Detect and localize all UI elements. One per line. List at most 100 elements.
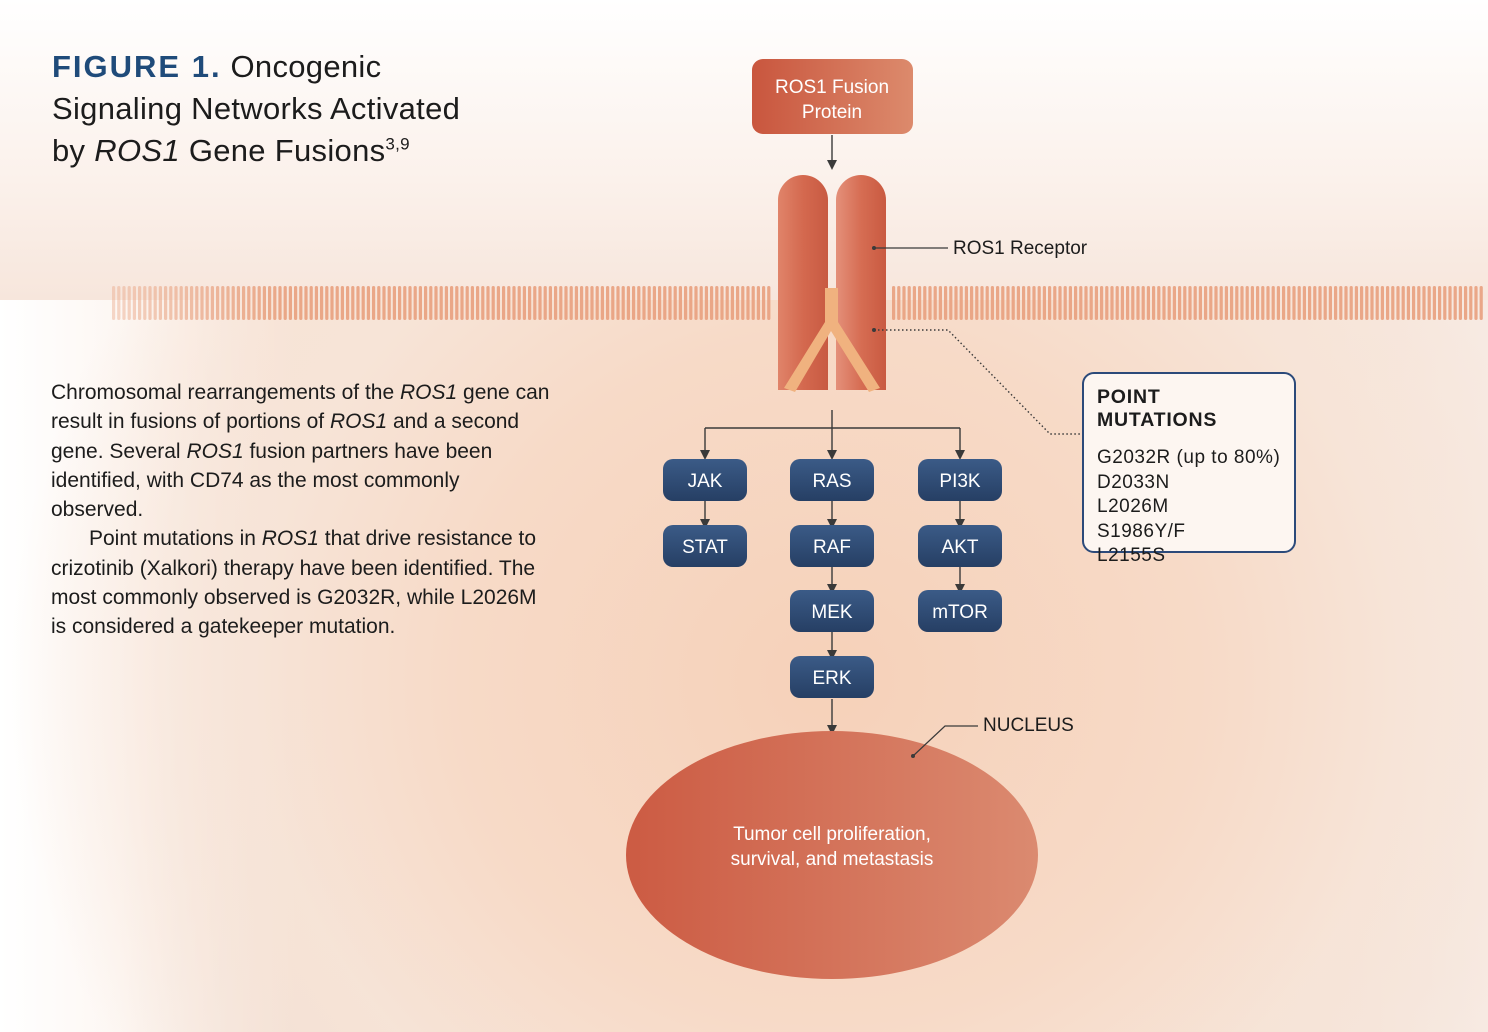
membrane-lipid bbox=[444, 286, 448, 320]
membrane-lipid bbox=[507, 286, 511, 320]
membrane-lipid bbox=[756, 286, 760, 320]
membrane-lipid bbox=[460, 286, 464, 320]
membrane-lipid bbox=[621, 286, 625, 320]
pathway-node bbox=[918, 590, 1002, 632]
membrane-lipid bbox=[1427, 286, 1431, 320]
membrane-lipid bbox=[1094, 286, 1098, 320]
membrane-lipid bbox=[933, 286, 937, 320]
membrane-lipid bbox=[299, 286, 303, 320]
membrane-lipid bbox=[1141, 286, 1145, 320]
pathway-node bbox=[790, 525, 874, 567]
title-line1: Oncogenic bbox=[230, 49, 382, 84]
membrane-lipid bbox=[626, 286, 630, 320]
membrane-lipid bbox=[1198, 286, 1202, 320]
membrane-lipid bbox=[429, 286, 433, 320]
membrane-lipid bbox=[1209, 286, 1213, 320]
membrane-lipid bbox=[424, 286, 428, 320]
membrane-lipid bbox=[725, 286, 729, 320]
membrane-lipid bbox=[606, 286, 610, 320]
membrane-lipid bbox=[242, 286, 246, 320]
membrane-lipid bbox=[1458, 286, 1462, 320]
membrane-lipid bbox=[346, 286, 350, 320]
membrane-lipid bbox=[434, 286, 438, 320]
membrane-lipid bbox=[143, 286, 147, 320]
membrane-lipid bbox=[985, 286, 989, 320]
membrane-lipid bbox=[200, 286, 204, 320]
membrane-lipid bbox=[1266, 286, 1270, 320]
membrane-lipid bbox=[356, 286, 360, 320]
membrane-lipid bbox=[1058, 286, 1062, 320]
membrane-lipid bbox=[268, 286, 272, 320]
membrane-lipid bbox=[132, 286, 136, 320]
membrane-lipid bbox=[907, 286, 911, 320]
membrane-lipid bbox=[314, 286, 318, 320]
membrane-lipid bbox=[1110, 286, 1114, 320]
membrane-lipid bbox=[580, 286, 584, 320]
membrane-lipid bbox=[1302, 286, 1306, 320]
membrane-lipid bbox=[1386, 286, 1390, 320]
membrane-lipid bbox=[964, 286, 968, 320]
membrane-lipid bbox=[1172, 286, 1176, 320]
membrane-lipid bbox=[309, 286, 313, 320]
membrane-lipid bbox=[392, 286, 396, 320]
membrane-lipid bbox=[902, 286, 906, 320]
membrane-lipid bbox=[1084, 286, 1088, 320]
membrane-lipid bbox=[1063, 286, 1067, 320]
membrane-lipid bbox=[1344, 286, 1348, 320]
point-mutation-item: S1986Y/F bbox=[1097, 520, 1186, 542]
membrane-lipid bbox=[1464, 286, 1468, 320]
membrane-lipid bbox=[538, 286, 542, 320]
nucleus-label-line bbox=[912, 725, 978, 757]
point-mutations-title: POINT MUTATIONS bbox=[1097, 386, 1218, 431]
membrane-lipid bbox=[647, 286, 651, 320]
membrane-lipid bbox=[1313, 286, 1317, 320]
membrane-lipid bbox=[413, 286, 417, 320]
pathway-branch bbox=[700, 410, 965, 460]
membrane-lipid bbox=[559, 286, 563, 320]
description: Chromosomal rearrangements of the ROS1 g… bbox=[51, 378, 551, 642]
membrane-lipid bbox=[595, 286, 599, 320]
membrane-lipid bbox=[231, 286, 235, 320]
membrane-lipid bbox=[522, 286, 526, 320]
membrane-lipid bbox=[533, 286, 537, 320]
membrane-lipid bbox=[632, 286, 636, 320]
membrane-lipid bbox=[1365, 286, 1369, 320]
membrane-lipid bbox=[574, 286, 578, 320]
membrane-lipid bbox=[387, 286, 391, 320]
membrane-lipid bbox=[1297, 286, 1301, 320]
membrane-lipid bbox=[1417, 286, 1421, 320]
membrane-lipid bbox=[996, 286, 1000, 320]
membrane-lipid bbox=[377, 286, 381, 320]
membrane-lipid bbox=[153, 286, 157, 320]
membrane-lipid bbox=[684, 286, 688, 320]
membrane-lipid bbox=[1271, 286, 1275, 320]
membrane-lipid bbox=[1438, 286, 1442, 320]
membrane-lipid bbox=[304, 286, 308, 320]
membrane-lipid bbox=[954, 286, 958, 320]
membrane-lipid bbox=[122, 286, 126, 320]
membrane-lipid bbox=[262, 286, 266, 320]
membrane-lipid bbox=[398, 286, 402, 320]
membrane-lipid bbox=[1412, 286, 1416, 320]
membrane-lipid bbox=[1479, 286, 1483, 320]
membrane-lipid bbox=[1042, 286, 1046, 320]
membrane-lipid bbox=[1276, 286, 1280, 320]
membrane-lipid bbox=[512, 286, 516, 320]
membrane-lipid bbox=[569, 286, 573, 320]
membrane-lipid bbox=[455, 286, 459, 320]
membrane-lipid bbox=[944, 286, 948, 320]
title-line2: Signaling Networks Activated bbox=[52, 91, 461, 126]
membrane-lipid bbox=[278, 286, 282, 320]
membrane-lipid bbox=[382, 286, 386, 320]
membrane-lipid bbox=[1100, 286, 1104, 320]
membrane-lipid bbox=[205, 286, 209, 320]
membrane-lipid bbox=[548, 286, 552, 320]
membrane-lipid bbox=[1214, 286, 1218, 320]
membrane-lipid bbox=[600, 286, 604, 320]
membrane-lipid bbox=[1469, 286, 1473, 320]
membrane-lipid bbox=[252, 286, 256, 320]
pathway-node bbox=[790, 459, 874, 501]
membrane-lipid bbox=[1131, 286, 1135, 320]
membrane-lipid bbox=[517, 286, 521, 320]
